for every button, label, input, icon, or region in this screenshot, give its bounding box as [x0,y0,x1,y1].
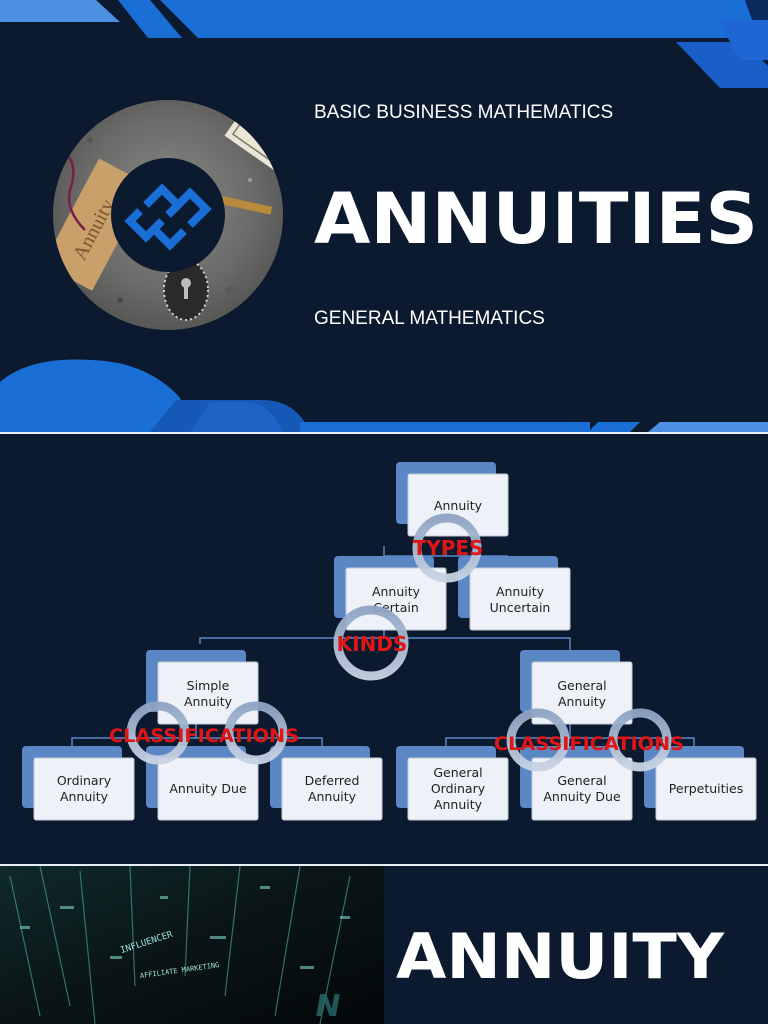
title-slide: Annuity BASIC BUSINESS MA [0,0,768,432]
node-general-annuity: General Annuity [520,650,633,725]
page-title: ANNUITIES [314,178,758,260]
node-label-line1: General [433,765,482,780]
classifications-label-left: CLASSIFICATIONS [109,725,299,747]
node-general-ordinary-annuity: General Ordinary Annuity [396,746,509,821]
node-annuity: Annuity [396,462,509,537]
node-label-line1: Deferred [305,773,360,788]
connector-lines [71,546,695,746]
node-label: Annuity Due [169,781,247,796]
title-slide-graphics: Annuity BASIC BUSINESS MA [0,0,768,432]
annuity-hierarchy-slide: Annuity Annuity Certain Annuity Uncertai… [0,434,768,864]
node-general-annuity-due: General Annuity Due [520,746,633,821]
types-label: TYPES [413,536,484,560]
node-label-line2: Annuity [558,694,607,709]
node-label-line1: Simple [187,678,230,693]
top-stripes [0,0,768,88]
subtitle-general-math: GENERAL MATHEMATICS [314,308,545,329]
node-label-line2: Annuity [60,789,109,804]
node-label-line1: General [557,773,606,788]
node-annuity-uncertain: Annuity Uncertain [458,556,571,631]
node-label-line1: Annuity [496,584,545,599]
node-label-line1: Ordinary [57,773,112,788]
node-simple-annuity: Simple Annuity [146,650,259,725]
node-label-line1: Annuity [372,584,421,599]
ring-connectors [126,513,672,772]
classifications-label-right: CLASSIFICATIONS [494,733,684,755]
node-ordinary-annuity: Ordinary Annuity [22,746,135,821]
subtitle-basic-business-math: BASIC BUSINESS MATHEMATICS [314,102,613,123]
annuity-slide-graphics: INFLUENCER AFFILIATE MARKETING N ANNUITY [0,866,725,1024]
data-tunnel-photo: INFLUENCER AFFILIATE MARKETING N [0,866,384,1024]
node-label-line2: Annuity Due [543,789,621,804]
chain-logo-icon [111,158,225,272]
node-label-line2: Annuity [308,789,357,804]
annuity-title: ANNUITY [396,920,725,993]
svg-text:N: N [312,989,343,1024]
bottom-stripes [0,359,768,432]
slide-divider [0,432,768,434]
node-label-line2: Uncertain [490,600,551,615]
node-perpetuities: Perpetuities [644,746,757,821]
node-label-line3: Annuity [434,797,483,812]
annuity-slide: INFLUENCER AFFILIATE MARKETING N ANNUITY [0,866,768,1024]
node-label-line2: Annuity [184,694,233,709]
annuity-hierarchy-diagram: Annuity Annuity Certain Annuity Uncertai… [22,462,757,821]
node-label: Annuity [434,498,483,513]
kinds-label: KINDS [337,632,408,656]
slide-divider [0,864,768,866]
node-deferred-annuity: Deferred Annuity [270,746,383,821]
node-label: Perpetuities [669,781,743,796]
node-label-line2: Ordinary [431,781,486,796]
node-label-line1: General [557,678,606,693]
